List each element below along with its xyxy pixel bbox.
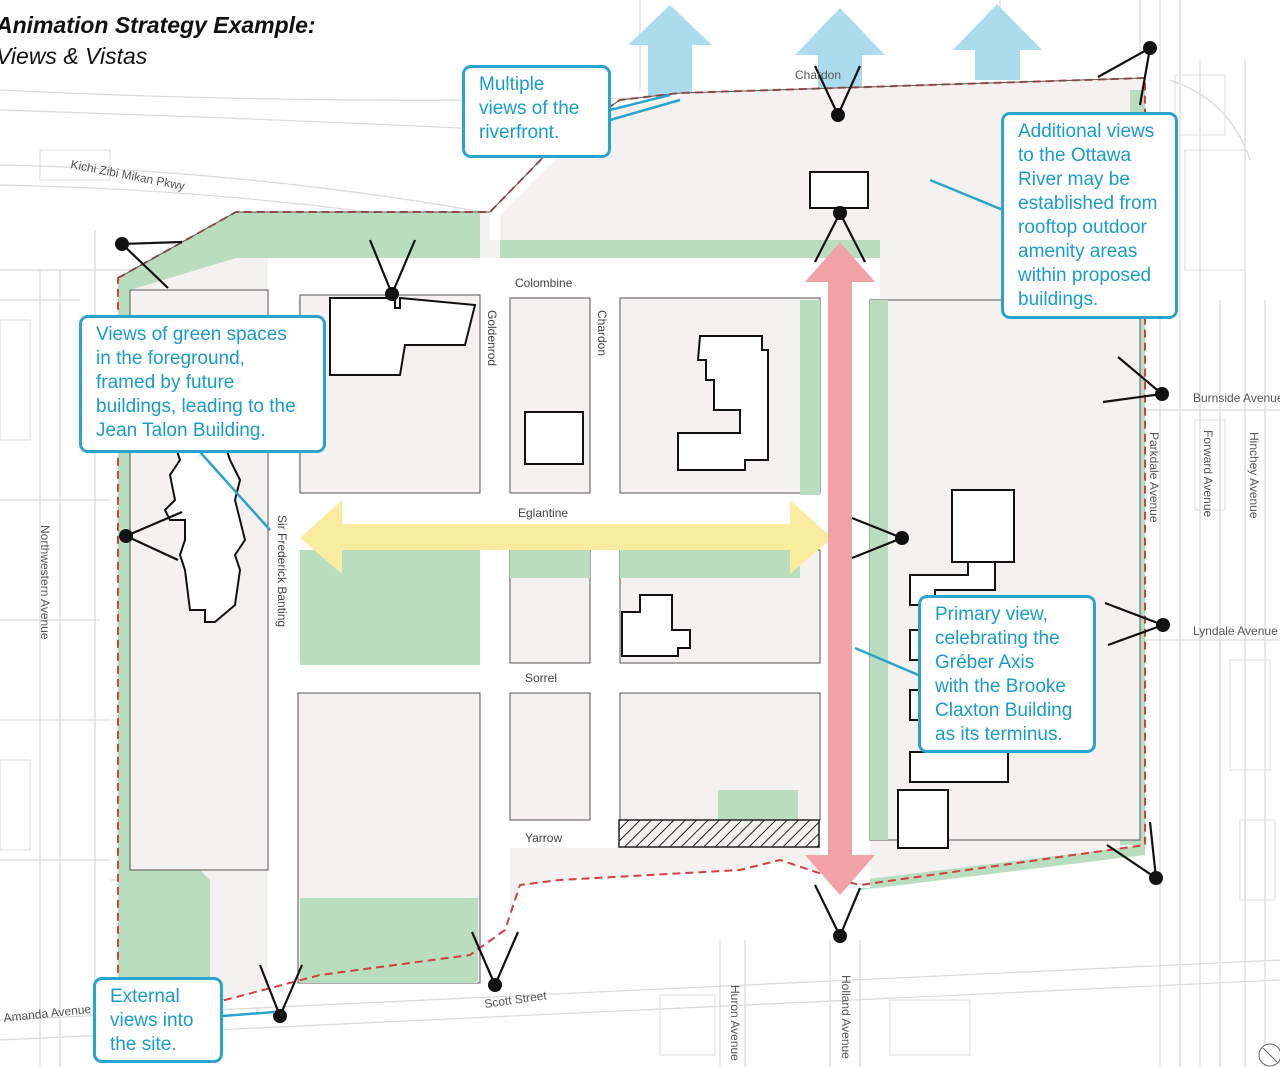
callout-ottawa-river: Additional views to the Ottawa River may…	[1001, 112, 1178, 319]
callout-riverfront: Multiple views of the riverfront.	[462, 65, 611, 158]
street-sir-frederick: Sir Frederick Banting	[275, 515, 289, 627]
hatched-building	[618, 819, 820, 848]
buildings	[163, 171, 1015, 849]
callout-ottawa-line: rooftop outdoor	[1018, 217, 1147, 238]
street-chardon-top: Chardon	[795, 68, 841, 82]
callout-primary-line: Claxton Building	[935, 700, 1073, 721]
callout-ottawa-line: buildings.	[1018, 289, 1099, 310]
street-huron: Huron Avenue	[728, 985, 742, 1061]
building-top-box	[809, 171, 869, 209]
building-east-tall	[951, 489, 1015, 563]
street-parkdale: Parkdale Avenue	[1147, 432, 1161, 523]
building-southeast	[897, 789, 949, 849]
callout-ottawa-line: established from	[1018, 193, 1158, 214]
background-buildings	[0, 74, 1276, 1056]
viewpoints	[121, 47, 1164, 1017]
street-colombine: Colombine	[515, 276, 573, 290]
street-holland: Holland Avenue	[839, 975, 853, 1059]
street-amanda: Amanda Avenue	[3, 1002, 92, 1025]
callout-green-line: Views of green spaces	[96, 324, 287, 345]
street-goldenrod: Goldenrod	[485, 310, 499, 366]
callout-ottawa-line: to the Ottawa	[1018, 145, 1132, 166]
street-sorrel: Sorrel	[525, 671, 557, 685]
callout-primary-line: Primary view,	[935, 604, 1048, 625]
callout-external-line: views into	[110, 1010, 194, 1031]
primary-view-axis	[805, 242, 875, 895]
callout-ottawa-line: amenity areas	[1018, 241, 1138, 262]
callout-riverfront-line: Multiple	[479, 74, 545, 95]
building-square-small	[524, 411, 584, 465]
secondary-view-axis	[300, 500, 832, 574]
building-northwest	[329, 296, 477, 376]
street-forward: Forward Avenue	[1201, 430, 1215, 517]
callout-leaders	[199, 93, 1004, 1018]
title-line-1: Animation Strategy Example:	[0, 12, 316, 38]
street-burnside: Burnside Avenue	[1193, 391, 1280, 405]
street-lyndale: Lyndale Avenue	[1193, 624, 1278, 638]
callout-riverfront-line: riverfront.	[479, 122, 560, 143]
callout-primary-line: with the Brooke	[935, 676, 1066, 697]
building-l-shape	[677, 335, 769, 471]
callout-primary-view: Primary view, celebrating the Gréber Axi…	[918, 595, 1096, 753]
callout-riverfront-line: views of the	[479, 98, 580, 119]
callout-green-spaces: Views of green spaces in the foreground,…	[79, 315, 326, 453]
street-eglantine: Eglantine	[518, 506, 568, 520]
callout-primary-line: Gréber Axis	[935, 652, 1035, 673]
street-chardon: Chardon	[595, 310, 609, 356]
street-hinchey: Hinchey Avenue	[1247, 432, 1261, 519]
callout-external-views: External views into the site.	[93, 977, 223, 1063]
callout-primary-line: as its terminus.	[935, 724, 1063, 745]
callout-external-line: the site.	[110, 1034, 177, 1055]
callout-primary-line: celebrating the	[935, 628, 1060, 649]
title-line-2: Views & Vistas	[0, 43, 148, 69]
callout-ottawa-line: River may be	[1018, 169, 1130, 190]
viewpoint-dots	[115, 41, 1170, 1023]
callout-green-line: buildings, leading to the	[96, 396, 296, 417]
street-northwestern: Northwestern Avenue	[38, 525, 52, 640]
river-view-arrows	[628, 4, 1042, 100]
street-yarrow: Yarrow	[525, 831, 562, 845]
green-overlays	[300, 300, 888, 983]
building-jean-talon	[163, 444, 247, 623]
callout-green-line: framed by future	[96, 372, 235, 393]
callout-ottawa-line: within proposed	[1018, 265, 1152, 286]
building-small-cluster	[621, 594, 691, 657]
callout-external-line: External	[110, 986, 180, 1007]
page-title: Animation Strategy Example: Views & Vist…	[0, 10, 316, 72]
callout-ottawa-line: Additional views	[1018, 121, 1155, 142]
callout-green-line: Jean Talon Building.	[96, 420, 266, 441]
callout-green-line: in the foreground,	[96, 348, 245, 369]
